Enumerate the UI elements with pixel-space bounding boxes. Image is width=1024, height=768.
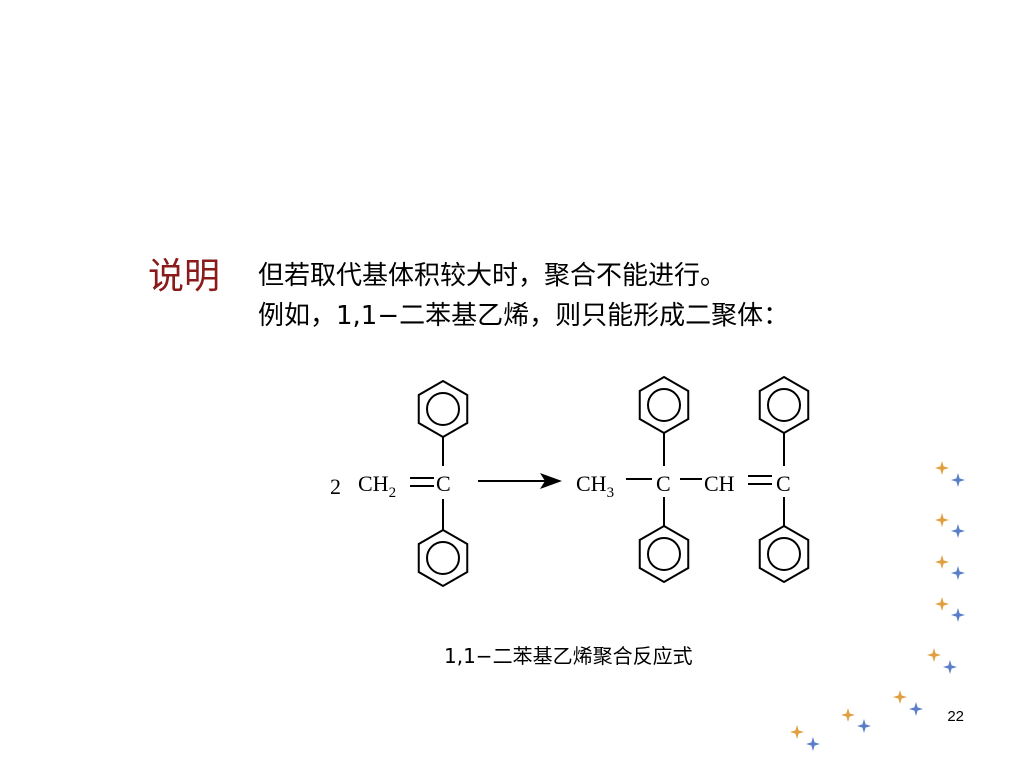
product-c2: C: [776, 471, 791, 496]
reactant-ch2: CH2: [358, 471, 396, 501]
reactant-c: C: [436, 471, 451, 496]
product-ch3: CH3: [576, 471, 614, 501]
benzene-ring: [417, 380, 469, 438]
page-number: 22: [947, 708, 964, 725]
coefficient: 2: [330, 474, 341, 499]
product-c1: C: [656, 471, 671, 496]
benzene-ring: [758, 525, 810, 583]
slide-label: 说明: [148, 256, 221, 297]
benzene-ring: [638, 376, 690, 434]
benzene-ring: [417, 529, 469, 587]
benzene-ring: [638, 525, 690, 583]
reaction-caption: 1,1−二苯基乙烯聚合反应式: [444, 644, 693, 668]
star-decoration: [790, 461, 965, 751]
body-line-2: 例如，1,1−二苯基乙烯，则只能形成二聚体：: [258, 301, 790, 331]
body-line-1: 但若取代基体积较大时，聚合不能进行。: [258, 261, 727, 291]
arrow-head: [540, 473, 562, 489]
body-text: 但若取代基体积较大时，聚合不能进行。 例如，1,1−二苯基乙烯，则只能形成二聚体…: [258, 256, 789, 336]
product-ch: CH: [704, 471, 735, 496]
benzene-ring: [758, 376, 810, 434]
